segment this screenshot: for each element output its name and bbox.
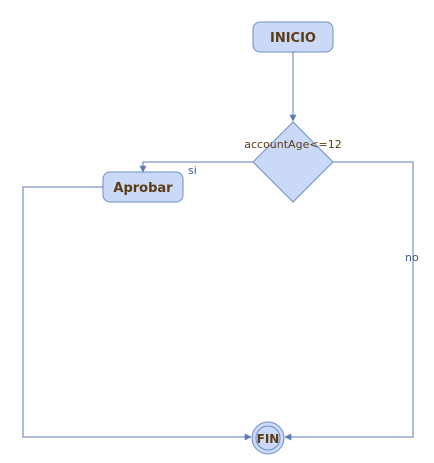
edge-label-no: no: [405, 251, 419, 264]
start-node[interactable]: INICIO: [252, 21, 334, 53]
edge-yes: [139, 161, 253, 173]
decision-node-label: accountAge<=12: [244, 138, 342, 151]
edge-approve-to-end: [22, 186, 252, 441]
end-node-label: FIN: [257, 432, 280, 446]
approve-node[interactable]: Aprobar: [102, 171, 184, 203]
edge-no: [284, 161, 414, 441]
approve-node-label: Aprobar: [113, 181, 173, 196]
edge-label-yes: si: [188, 164, 197, 177]
end-node[interactable]: FIN: [251, 421, 285, 455]
decision-node[interactable]: [252, 121, 334, 203]
start-node-label: INICIO: [270, 31, 316, 46]
